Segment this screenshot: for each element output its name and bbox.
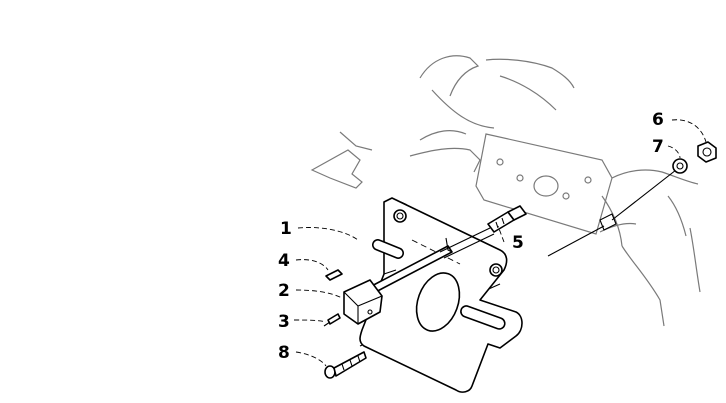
leader-lines xyxy=(293,119,707,367)
hex-nut xyxy=(697,141,717,163)
callout-4: 4 xyxy=(278,251,290,271)
lens-clip xyxy=(325,269,343,281)
callout-6: 6 xyxy=(652,110,664,130)
bolt xyxy=(324,351,367,379)
callout-8: 8 xyxy=(278,343,290,363)
washer xyxy=(672,158,688,174)
vehicle-body-outline xyxy=(310,55,701,327)
callout-7: 7 xyxy=(652,137,664,157)
callout-labels: 1 4 2 3 8 5 6 7 xyxy=(278,110,664,363)
rear-bumper-panel xyxy=(475,133,613,235)
callout-3: 3 xyxy=(278,312,290,332)
license-light-housing xyxy=(343,279,383,325)
license-plate-bracket xyxy=(359,197,523,393)
callout-2: 2 xyxy=(278,281,290,301)
callout-1: 1 xyxy=(280,219,292,239)
callout-5: 5 xyxy=(512,233,524,253)
small-screw xyxy=(323,313,341,327)
wire-connector xyxy=(487,205,527,233)
